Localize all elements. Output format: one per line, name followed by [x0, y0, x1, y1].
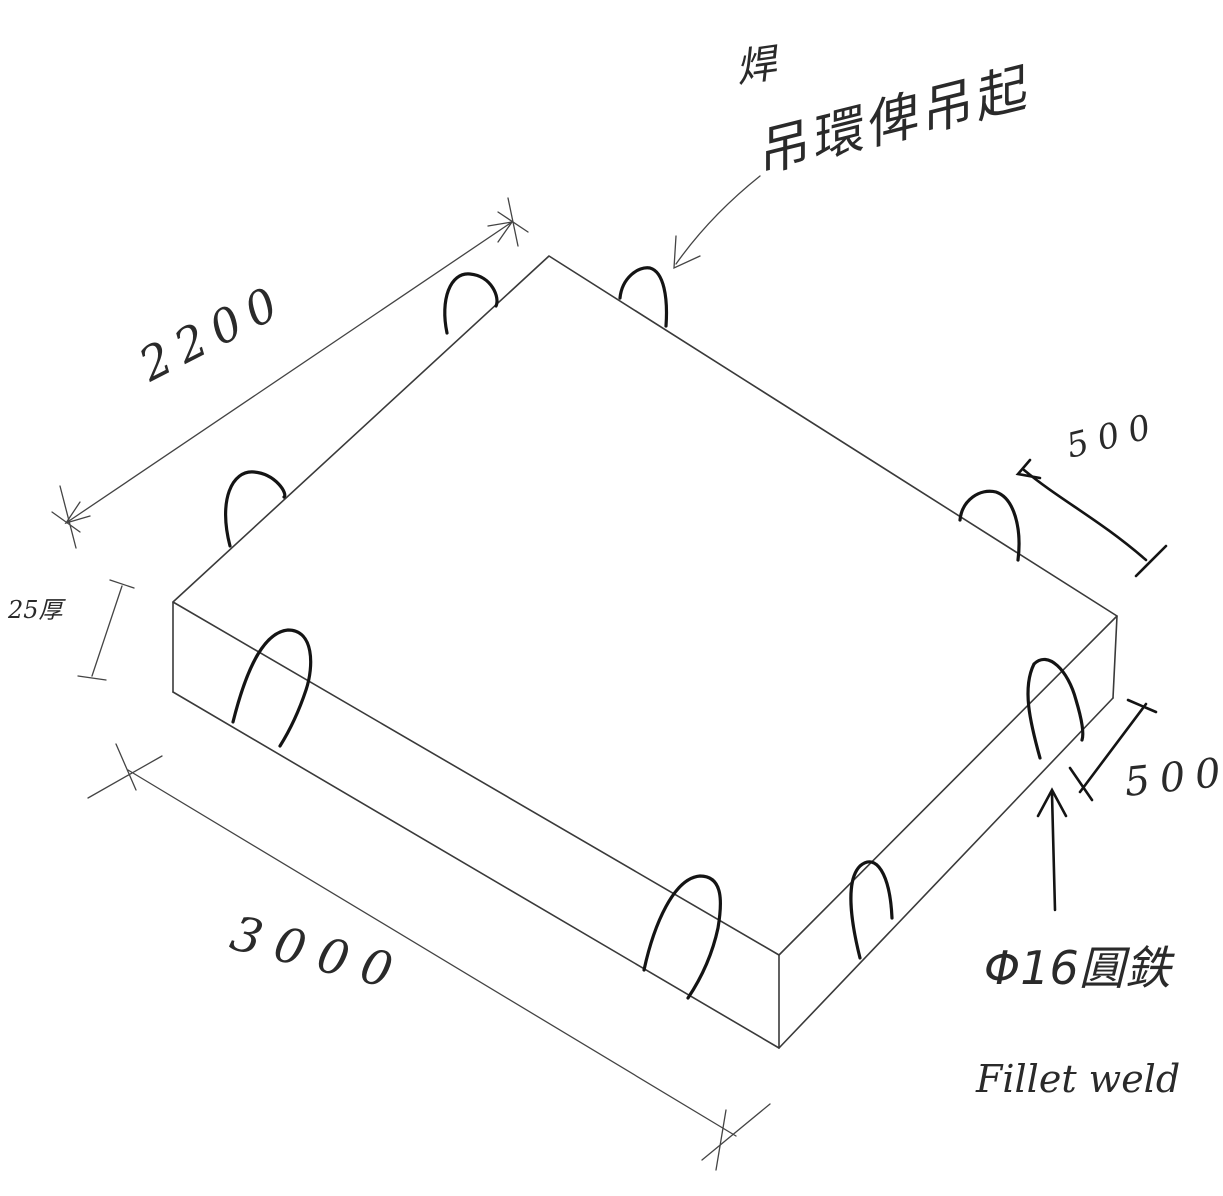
- plate-right-vertical-edge: [1112, 615, 1118, 699]
- dimension-tick: [115, 743, 137, 791]
- dimension-tick: [715, 1109, 727, 1171]
- material-label: Φ16圓鉄: [984, 941, 1176, 995]
- dimension-label-thickness: 25厚: [7, 596, 67, 624]
- dimension-line: [1078, 702, 1148, 794]
- dimension-arrow: [64, 501, 91, 525]
- lifting-lugs: [224, 266, 1085, 1000]
- lifting-lug: [642, 874, 723, 1000]
- material-annotation: Φ16圓鉄 Fillet weld: [975, 787, 1180, 1101]
- dimension-label-500-top: 500: [1063, 405, 1165, 467]
- lifting-lug: [231, 628, 313, 748]
- dimension-tick: [77, 675, 107, 681]
- leader-arrowhead: [1036, 787, 1068, 818]
- plate-top-face: [172, 255, 1118, 956]
- dimension-tick: [701, 1103, 771, 1161]
- dimension-tick: [1126, 698, 1158, 714]
- lifting-lug: [224, 470, 287, 548]
- dimension-tick: [507, 197, 519, 247]
- dimension-2200: 2200: [51, 197, 529, 549]
- dimension-arrow: [487, 221, 514, 243]
- dimension-tick: [109, 579, 135, 589]
- lifting-lug: [958, 489, 1021, 562]
- dimension-500-bottom: 500: [1068, 698, 1223, 806]
- dimension-arrow: [1015, 458, 1042, 480]
- dimension-3000: 3000: [87, 743, 771, 1171]
- plate-bottom-left-edge: [172, 691, 780, 1049]
- dimension-label-3000: 3000: [225, 905, 411, 1002]
- dimension-line: [1022, 468, 1148, 562]
- leader-line: [675, 175, 761, 265]
- dimension-line: [65, 221, 513, 524]
- weld-label: Fillet weld: [975, 1057, 1180, 1101]
- dimension-tick: [1068, 766, 1094, 802]
- dimension-label-2200: 2200: [130, 272, 295, 392]
- lifting-lug: [618, 266, 669, 328]
- plate-body: [172, 255, 1118, 1049]
- leader-line: [1050, 792, 1057, 912]
- dimension-line: [91, 585, 123, 677]
- dimension-line: [127, 769, 737, 1137]
- plate-bottom-right-edge: [778, 697, 1114, 1049]
- annotation-top-line2: 吊環俾吊起: [749, 58, 1037, 184]
- lifting-lug: [849, 860, 894, 960]
- dimension-tick: [1134, 544, 1168, 578]
- dimension-tick: [59, 485, 77, 549]
- leader-arrowhead: [673, 235, 701, 270]
- weld-lug-annotation: 焊 吊環俾吊起: [673, 40, 1037, 270]
- annotation-top-line1: 焊: [733, 40, 784, 92]
- lifting-lug: [1026, 657, 1085, 760]
- dimension-label-500-bottom: 500: [1122, 749, 1223, 806]
- lifting-lug: [443, 272, 499, 335]
- dimension-500-top: 500: [1015, 405, 1168, 578]
- dimension-thickness: 25厚: [7, 579, 135, 681]
- dimension-tick: [87, 755, 163, 799]
